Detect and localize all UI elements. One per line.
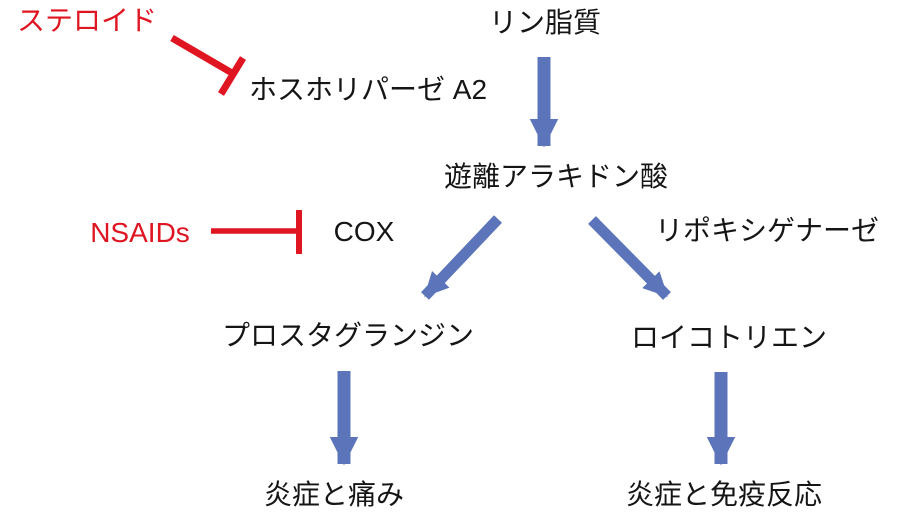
node-nsaids: NSAIDs: [90, 217, 190, 248]
inhibition-bar: [218, 56, 246, 96]
node-free-arachidonic-acid: 遊離アラキドン酸: [443, 161, 669, 192]
node-prostaglandin: プロスタグランジン: [221, 320, 475, 351]
node-lipoxygenase: リポキシゲナーゼ: [654, 215, 880, 246]
inhibition-nsaids-cox: [211, 210, 302, 254]
node-cox: COX: [333, 216, 395, 247]
inhibition-line: [170, 34, 234, 77]
node-inflammation-pain: 炎症と痛み: [263, 479, 405, 510]
node-leukotriene: ロイコトリエン: [630, 322, 828, 353]
node-phospholipase-a2: ホスホリパーゼ A2: [248, 74, 488, 105]
inhibition-steroid-phospholipase: [170, 34, 246, 96]
node-phospholipid: リン脂質: [488, 7, 602, 38]
arrow-arachidonic-to-prostaglandin: [421, 215, 502, 300]
node-inflammation-immune: 炎症と免疫反応: [625, 479, 823, 510]
node-steroid: ステロイド: [16, 5, 158, 36]
arrow-arachidonic-to-leukotriene: [588, 216, 671, 300]
